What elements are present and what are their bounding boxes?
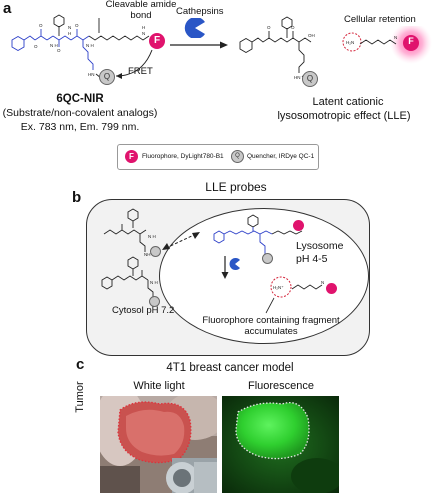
svg-text:O: O — [34, 44, 38, 49]
panel-a-letter: a — [3, 0, 12, 17]
svg-text:O: O — [267, 25, 271, 30]
svg-text:HN: HN — [88, 72, 95, 77]
lysosome-cleave-arrow — [221, 256, 229, 279]
fluorescence-label: Fluorescence — [247, 380, 315, 392]
cytosol-probe-structure-2: N H — [101, 256, 158, 298]
fret-arrow — [115, 49, 153, 79]
svg-text:O: O — [39, 23, 43, 28]
probe-spectra: Ex. 783 nm, Em. 799 nm. — [20, 121, 140, 133]
svg-text:H₂N: H₂N — [346, 40, 354, 45]
fluorophore-badge-retained: F — [408, 36, 414, 46]
panel-c-title: 4T1 breast cancer model — [166, 362, 294, 374]
probe-name: 6QC-NIR — [56, 93, 104, 105]
cathepsin-icon — [184, 18, 205, 38]
fragment-label-line-2: accumulates — [244, 326, 298, 338]
svg-text:N H: N H — [50, 43, 58, 48]
svg-text:OH: OH — [308, 33, 315, 38]
svg-text:N: N — [321, 280, 324, 285]
svg-text:H: H — [142, 25, 145, 30]
lysosome-label-line-2: pH 4-5 — [296, 253, 328, 266]
lysosome-cathepsin-icon — [229, 258, 240, 270]
svg-text:N: N — [394, 35, 397, 40]
svg-text:HN: HN — [294, 75, 301, 80]
legend-fluorophore-label: Fluorophore, DyLight780-B1 — [142, 153, 224, 160]
cytosol-label: Cytosol pH 7.2 — [112, 305, 175, 316]
lysosome-label: Lysosome pH 4-5 — [296, 240, 343, 266]
cleaved-fragment-structure: O O OH HN — [239, 16, 315, 81]
svg-text:O: O — [291, 25, 295, 30]
lysosome-fluorophore-icon-2 — [326, 283, 337, 294]
lysosome-fluorophore-icon-1 — [293, 220, 304, 231]
fragment-accumulates-label: Fluorophore containing fragment accumula… — [196, 315, 346, 338]
panel-c-letter: c — [76, 356, 85, 373]
effect-line-1: Latent cationic — [312, 96, 384, 108]
fluorophore-badge: F — [149, 33, 165, 49]
substrate-structure: O O N H O H N O N H HN N H — [11, 14, 150, 79]
retained-fragment-structure: H₂N N — [342, 26, 432, 64]
lysosome-ellipse — [159, 208, 369, 344]
white-light-image — [100, 396, 217, 493]
cytosol-probe-structure: N H NH — [103, 208, 156, 257]
fret-label: FRET — [128, 66, 153, 77]
cytosol-quencher-icon-1 — [150, 246, 161, 257]
svg-text:NH: NH — [144, 252, 151, 257]
svg-text:N H: N H — [150, 280, 158, 285]
svg-text:N: N — [142, 31, 145, 36]
white-light-label: White light — [133, 380, 185, 392]
lysosome-label-line-1: Lysosome — [296, 240, 344, 252]
svg-text:H: H — [68, 31, 71, 36]
fluorescence-image — [222, 396, 339, 493]
quencher-badge-cleaved: Q — [302, 71, 318, 87]
svg-text:H₂N⁺: H₂N⁺ — [273, 285, 284, 290]
effect-line-2: lysosomotropic effect (LLE) — [277, 110, 411, 122]
legend-quencher-icon: Q — [231, 150, 244, 163]
cytosol-quencher-icon-2 — [149, 296, 160, 307]
cellular-retention-label: Cellular retention — [344, 14, 416, 25]
fragment-label-line-1: Fluorophore containing fragment — [202, 315, 340, 326]
fragment-pointer-line — [265, 297, 275, 314]
svg-text:O: O — [75, 23, 79, 28]
lysosome-fragment-structure: H₂N⁺ N — [270, 276, 324, 298]
svg-text:N H: N H — [148, 234, 156, 239]
legend-box: F Fluorophore, DyLight780-B1 Q Quencher,… — [117, 144, 319, 170]
cathepsins-label: Cathepsins — [176, 6, 224, 17]
svg-text:N: N — [68, 25, 71, 30]
reaction-arrow — [170, 41, 228, 49]
cleavable-bond-label: Cleavable amide bond — [105, 0, 177, 21]
tumor-row-label: Tumor — [74, 381, 86, 413]
lysosome-quencher-icon — [262, 253, 273, 264]
svg-text:O: O — [57, 48, 61, 53]
quencher-badge: Q — [99, 69, 115, 85]
probe-description: (Substrate/non-covalent analogs) — [2, 107, 158, 119]
legend-quencher-label: Quencher, IRDye QC-1 — [247, 153, 315, 160]
legend-fluorophore-icon: F — [125, 150, 138, 163]
panel-b-letter: b — [72, 189, 82, 206]
lle-probes-title: LLE probes — [205, 180, 267, 194]
diffusion-arrow — [162, 232, 200, 250]
svg-text:N H: N H — [86, 43, 94, 48]
